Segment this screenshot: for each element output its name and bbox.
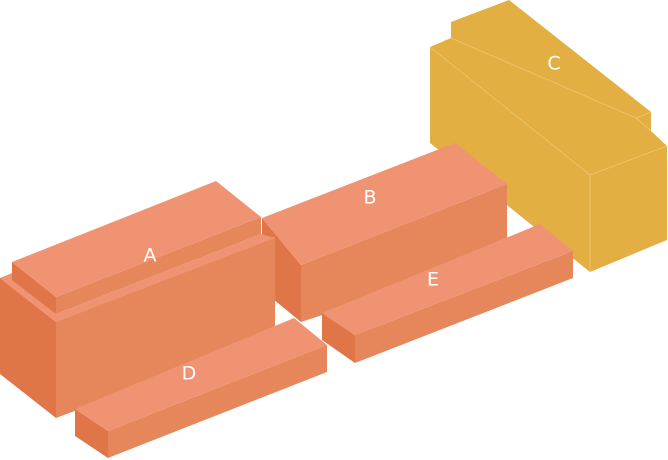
block-label-b: B — [363, 187, 376, 209]
block-label-c: C — [547, 53, 560, 75]
block-label-d: D — [182, 363, 197, 385]
block-e: E — [322, 224, 573, 363]
block-b: B — [262, 143, 507, 322]
block-c: C — [429, 0, 668, 272]
block-a: A — [0, 181, 275, 418]
block-label-e: E — [427, 269, 439, 291]
block-d: D — [75, 318, 327, 458]
block-label-a: A — [144, 245, 157, 267]
